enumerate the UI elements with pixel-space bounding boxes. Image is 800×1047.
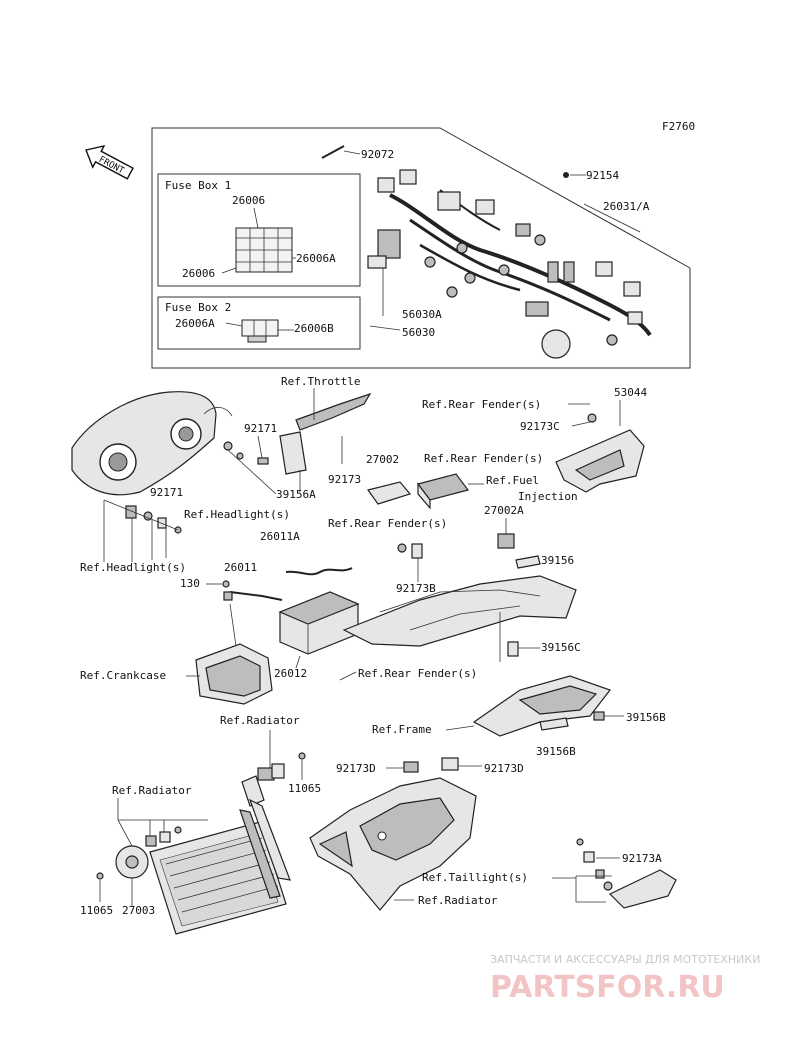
callout-92072: 92072 xyxy=(361,148,394,161)
callout-92173B: 92173B xyxy=(396,582,436,595)
callout-92173: 92173 xyxy=(328,473,361,486)
fasteners-92171-b xyxy=(103,499,182,562)
bracket-39156A xyxy=(279,431,307,492)
ecu-27002 xyxy=(366,473,470,510)
callout-39156C: 39156C xyxy=(541,641,581,654)
watermark-tagline: ЗАПЧАСТИ И АКСЕССУАРЫ ДЛЯ МОТОТЕХНИКИ xyxy=(490,953,760,966)
callout-130: 130 xyxy=(180,577,200,590)
throttle-harness xyxy=(295,388,372,464)
callout-92173D-a: 92173D xyxy=(336,762,376,775)
callout-92173C: 92173C xyxy=(520,420,560,433)
headlight-assembly xyxy=(71,391,233,496)
callout-ref-radiator-2: Ref.Radiator xyxy=(112,784,192,797)
clip-92072 xyxy=(321,145,361,159)
callout-92173A: 92173A xyxy=(622,852,662,865)
fuse-box-2-label-right: 26006B xyxy=(294,322,334,335)
crankcase-part xyxy=(195,603,273,705)
battery-26012 xyxy=(278,591,360,655)
front-arrow-icon: FRONT xyxy=(85,144,134,180)
callout-26031A: 26031/A xyxy=(603,200,650,213)
leader-92171-a xyxy=(257,435,263,459)
callout-92173D-b: 92173D xyxy=(484,762,524,775)
fuse-box-1-label-top: 26006 xyxy=(232,194,265,207)
relay-27002A xyxy=(497,533,515,549)
callout-ref-rear-fender-2: Ref.Rear Fender(s) xyxy=(424,452,543,465)
callout-56030: 56030 xyxy=(402,326,435,339)
leader-26031A xyxy=(583,203,641,233)
watermark-brand: PARTSFOR.RU xyxy=(490,970,725,1005)
clip-92173D-a xyxy=(403,761,419,773)
callout-ref-throttle: Ref.Throttle xyxy=(281,375,360,388)
leader-26012 xyxy=(295,655,301,669)
pad-39156B-b xyxy=(539,717,569,731)
rear-fender xyxy=(342,575,577,662)
leader-92173C xyxy=(571,421,591,427)
callout-56030A: 56030A xyxy=(402,308,442,321)
callout-ref-taillight: Ref.Taillight(s) xyxy=(422,871,528,884)
fuse-box-2-graphic xyxy=(225,319,294,343)
callout-53044: 53044 xyxy=(614,386,647,399)
fuse-box-1-graphic xyxy=(221,207,296,274)
callout-26011A: 26011A xyxy=(260,530,300,543)
clip-92173D-b xyxy=(441,757,459,771)
callout-26012: 26012 xyxy=(274,667,307,680)
callout-ref-rear-fender-4: Ref.Rear Fender(s) xyxy=(358,667,477,680)
fuse-box-2-title: Fuse Box 2 xyxy=(165,301,231,314)
battery-cables xyxy=(206,567,353,601)
fuse-box-1-label-right: 26006A xyxy=(296,252,336,265)
callout-ref-frame: Ref.Frame xyxy=(372,723,432,736)
fuse-box-1-label-left: 26006 xyxy=(182,267,215,280)
callout-39156B-b: 39156B xyxy=(536,745,576,758)
pad-39156 xyxy=(515,555,541,569)
frame-part xyxy=(472,675,611,737)
figure-code: F2760 xyxy=(662,120,695,133)
lower-fender-undertray xyxy=(309,777,477,911)
callout-92171-b: 92171 xyxy=(150,486,183,499)
callout-ref-headlight-1: Ref.Headlight(s) xyxy=(184,508,290,521)
bolt-92154 xyxy=(563,172,569,178)
callout-ref-fuel-1: Ref.Fuel xyxy=(486,474,539,487)
cooling-fan-27003 xyxy=(115,819,208,906)
wiring-harness-frame xyxy=(151,127,691,369)
callout-ref-rear-fender-1: Ref.Rear Fender(s) xyxy=(422,398,541,411)
radiator xyxy=(149,798,291,935)
callout-27002A: 27002A xyxy=(484,504,524,517)
fuse-box-1-frame xyxy=(157,173,361,287)
callout-27003: 27003 xyxy=(122,904,155,917)
callout-26011: 26011 xyxy=(224,561,257,574)
callout-27002: 27002 xyxy=(366,453,399,466)
fuse-box-2-label-left: 26006A xyxy=(175,317,215,330)
taillight-parts xyxy=(575,838,677,909)
callout-ref-radiator-3: Ref.Radiator xyxy=(418,894,498,907)
callout-39156B-a: 39156B xyxy=(626,711,666,724)
clip-92173B xyxy=(397,543,423,582)
pad-39156C xyxy=(507,641,519,657)
fuse-box-2-frame xyxy=(157,296,361,350)
clip-92173C xyxy=(587,413,597,423)
fasteners-92171-a xyxy=(223,441,277,495)
callout-ref-crankcase: Ref.Crankcase xyxy=(80,669,166,682)
callout-92154: 92154 xyxy=(586,169,619,182)
pad-39156B-a xyxy=(593,711,605,721)
callout-ref-fuel-2: Injection xyxy=(518,490,578,503)
rear-fender-bracket-53044 xyxy=(555,429,645,493)
callout-92171-a: 92171 xyxy=(244,422,277,435)
callout-39156: 39156 xyxy=(541,554,574,567)
leader-frame xyxy=(445,725,475,731)
callout-ref-headlight-2: Ref.Headlight(s) xyxy=(80,561,186,574)
callout-11065-b: 11065 xyxy=(80,904,113,917)
radiator-bracket-upper xyxy=(241,730,306,807)
main-wiring-harness xyxy=(367,169,652,359)
callout-11065-a: 11065 xyxy=(288,782,321,795)
leader-56030 xyxy=(369,325,401,331)
callout-ref-rear-fender-3: Ref.Rear Fender(s) xyxy=(328,517,447,530)
leader-rear-fender-4 xyxy=(339,671,357,681)
bolt-11065-b xyxy=(96,872,104,880)
callout-ref-radiator-1: Ref.Radiator xyxy=(220,714,300,727)
fuse-box-1-title: Fuse Box 1 xyxy=(165,179,231,192)
callout-39156A: 39156A xyxy=(276,488,316,501)
